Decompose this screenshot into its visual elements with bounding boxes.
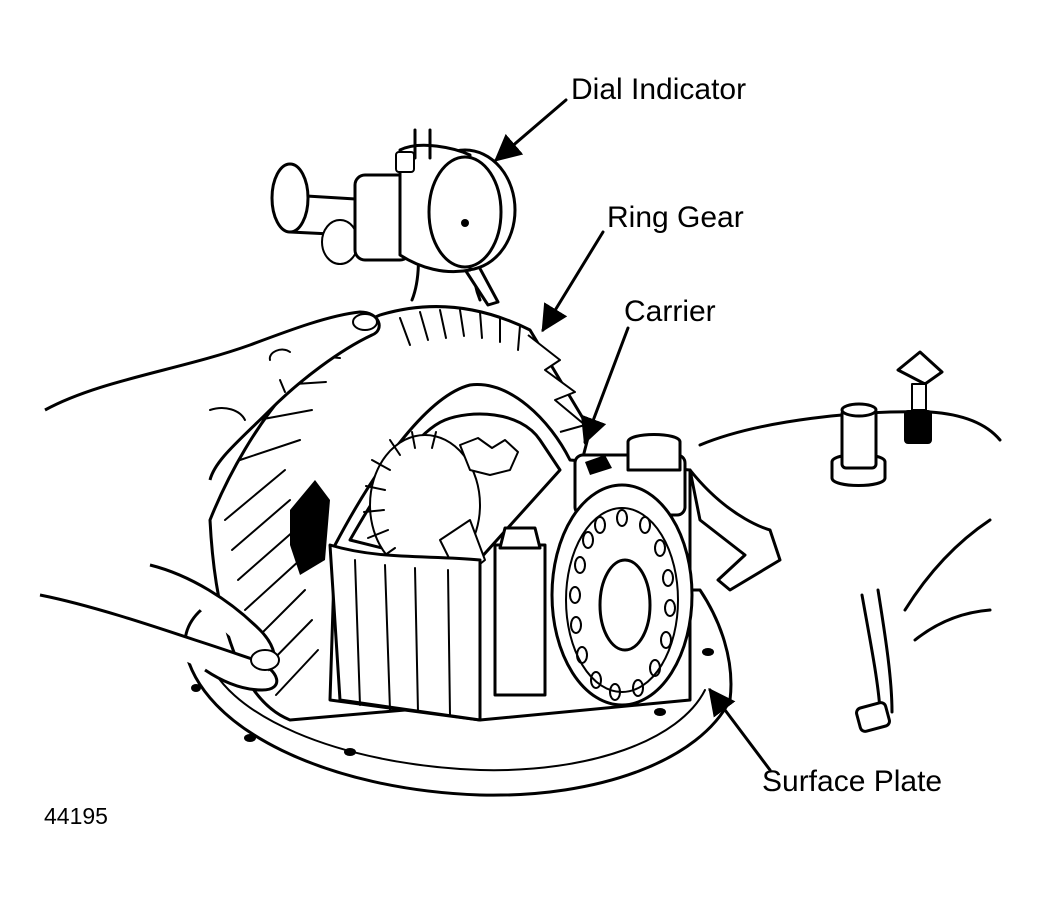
callout-ring-gear: Ring Gear: [541, 201, 744, 333]
bearing-cap: [550, 468, 782, 707]
dial-stem: [270, 162, 412, 265]
callout-surface-plate: Surface Plate: [708, 687, 942, 798]
label-ring-gear: Ring Gear: [607, 201, 744, 234]
label-carrier: Carrier: [624, 295, 716, 328]
label-dial-indicator: Dial Indicator: [571, 73, 746, 106]
fill-plug: [830, 402, 887, 487]
hand-upper: [44, 310, 381, 481]
dial-indicator: [270, 128, 517, 307]
axle-housing: [698, 350, 1002, 733]
callout-carrier: Carrier: [580, 295, 716, 445]
figure-number: 44195: [44, 803, 108, 829]
breather-vent: [896, 350, 944, 444]
label-surface-plate: Surface Plate: [762, 765, 942, 798]
hand-lower: [39, 563, 280, 692]
callout-dial-indicator: Dial Indicator: [493, 73, 746, 162]
